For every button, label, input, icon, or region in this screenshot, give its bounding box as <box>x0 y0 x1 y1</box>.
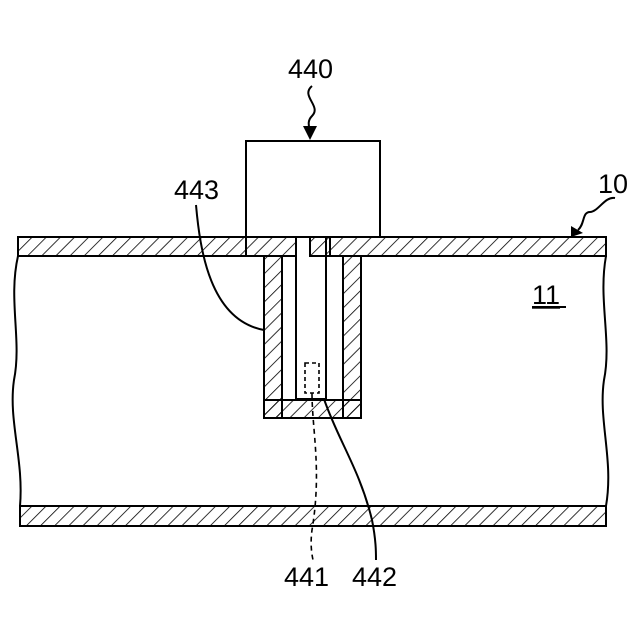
sleeve-right-wall <box>343 256 361 418</box>
sensor-unit-box <box>246 141 380 237</box>
label-442: 442 <box>352 562 397 592</box>
sleeve-left-wall <box>264 256 282 418</box>
leader-440 <box>308 86 314 133</box>
mounting-boss <box>246 237 330 256</box>
label-11: 11 <box>532 280 560 310</box>
arrowhead-10 <box>571 226 583 237</box>
leader-10 <box>578 198 615 230</box>
pipe-interior <box>18 256 606 506</box>
arrowhead-440 <box>303 126 317 140</box>
label-10: 10 <box>598 169 628 199</box>
label-440: 440 <box>288 54 333 84</box>
label-443: 443 <box>174 175 219 205</box>
label-441: 441 <box>284 562 329 592</box>
